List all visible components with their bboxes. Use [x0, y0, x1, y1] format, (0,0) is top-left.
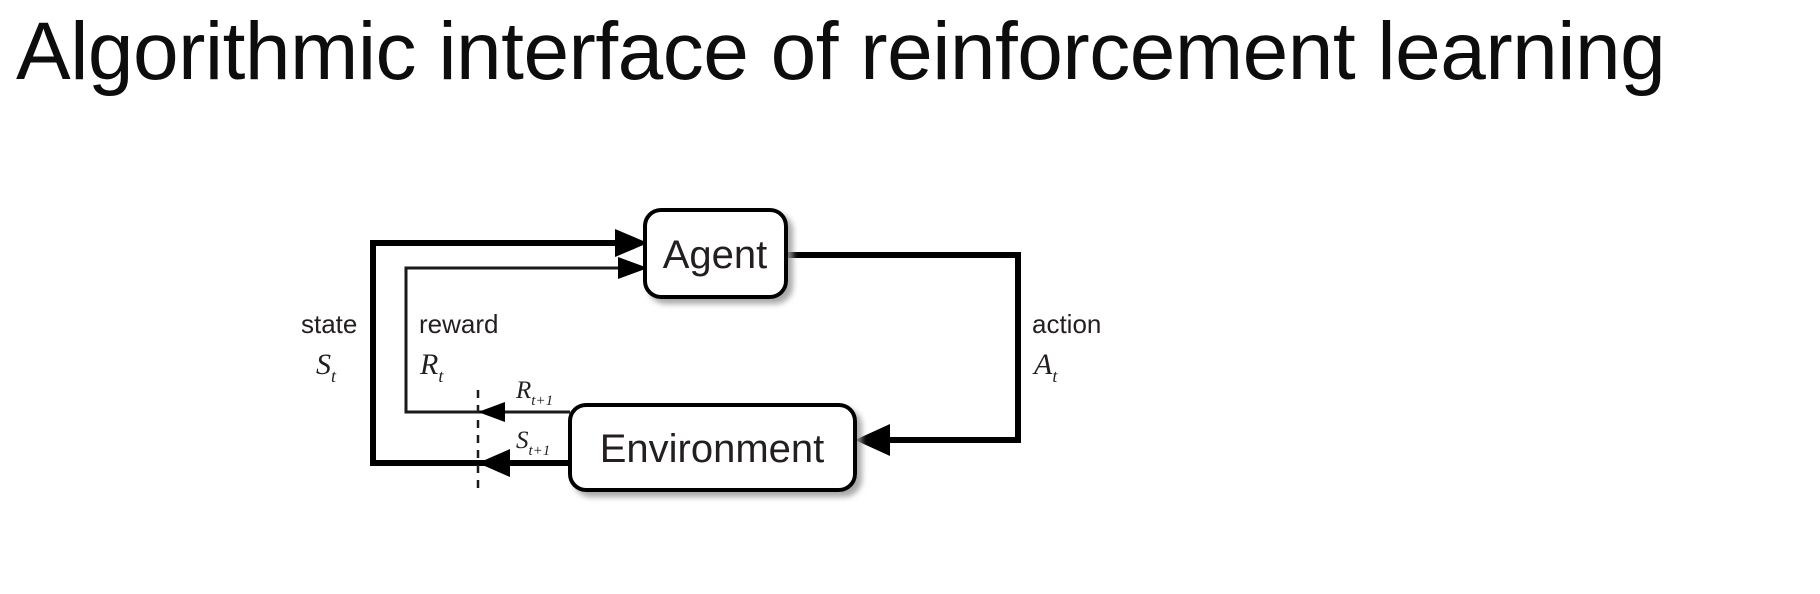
state-symbol-base: S: [316, 348, 331, 381]
state-flow-edge: [370, 229, 648, 466]
reward-label-text: reward: [419, 309, 498, 339]
state-next-symbol: St+1: [516, 427, 550, 459]
state-label-text: state: [301, 309, 357, 339]
action-symbol: At: [1032, 348, 1058, 386]
action-edge-label: action At: [1032, 309, 1101, 386]
action-arrowhead-icon: [855, 424, 890, 456]
action-flow-edge: [786, 252, 1021, 456]
state-next-arrowhead-icon: [478, 449, 510, 477]
environment-box-shape: [568, 403, 857, 492]
state-arrowhead-icon: [615, 229, 648, 257]
reward-arrowhead-icon: [618, 257, 648, 279]
state-symbol: St: [316, 348, 337, 386]
agent-node[interactable]: Agent: [643, 208, 788, 299]
action-symbol-base: A: [1032, 348, 1053, 381]
action-label-text: action: [1032, 309, 1101, 339]
rl-loop-diagram: Agent Environment state St reward Rt: [0, 150, 1820, 594]
reward-next-symbol-base: R: [515, 377, 531, 404]
environment-node[interactable]: Environment: [568, 403, 857, 492]
state-flow-path: [370, 240, 615, 466]
agent-label: Agent: [663, 233, 768, 277]
reward-next-arrowhead-icon: [478, 402, 505, 422]
reward-symbol: Rt: [419, 348, 444, 386]
reward-flow-edge: [404, 257, 648, 414]
reward-next-symbol-subscript: t+1: [531, 393, 553, 409]
page-title: Algorithmic interface of reinforcement l…: [16, 6, 1666, 97]
reward-symbol-base: R: [419, 348, 438, 381]
action-symbol-subscript: t: [1052, 366, 1058, 386]
state-next-symbol-base: S: [516, 427, 529, 454]
state-symbol-subscript: t: [331, 366, 337, 386]
agent-environment-diagram-svg: Agent Environment state St reward Rt: [301, 208, 1101, 492]
action-flow-path: [786, 252, 1021, 443]
state-edge-label: state St: [301, 309, 357, 386]
environment-label: Environment: [600, 427, 825, 471]
state-next-edge: [478, 449, 570, 477]
reward-flow-path: [404, 266, 618, 414]
reward-symbol-subscript: t: [438, 366, 444, 386]
agent-box-shape: [643, 208, 788, 299]
reward-next-symbol: Rt+1: [515, 377, 553, 409]
state-next-symbol-subscript: t+1: [529, 443, 551, 459]
reward-next-edge: [478, 402, 570, 422]
reward-edge-label: reward Rt: [419, 309, 498, 386]
